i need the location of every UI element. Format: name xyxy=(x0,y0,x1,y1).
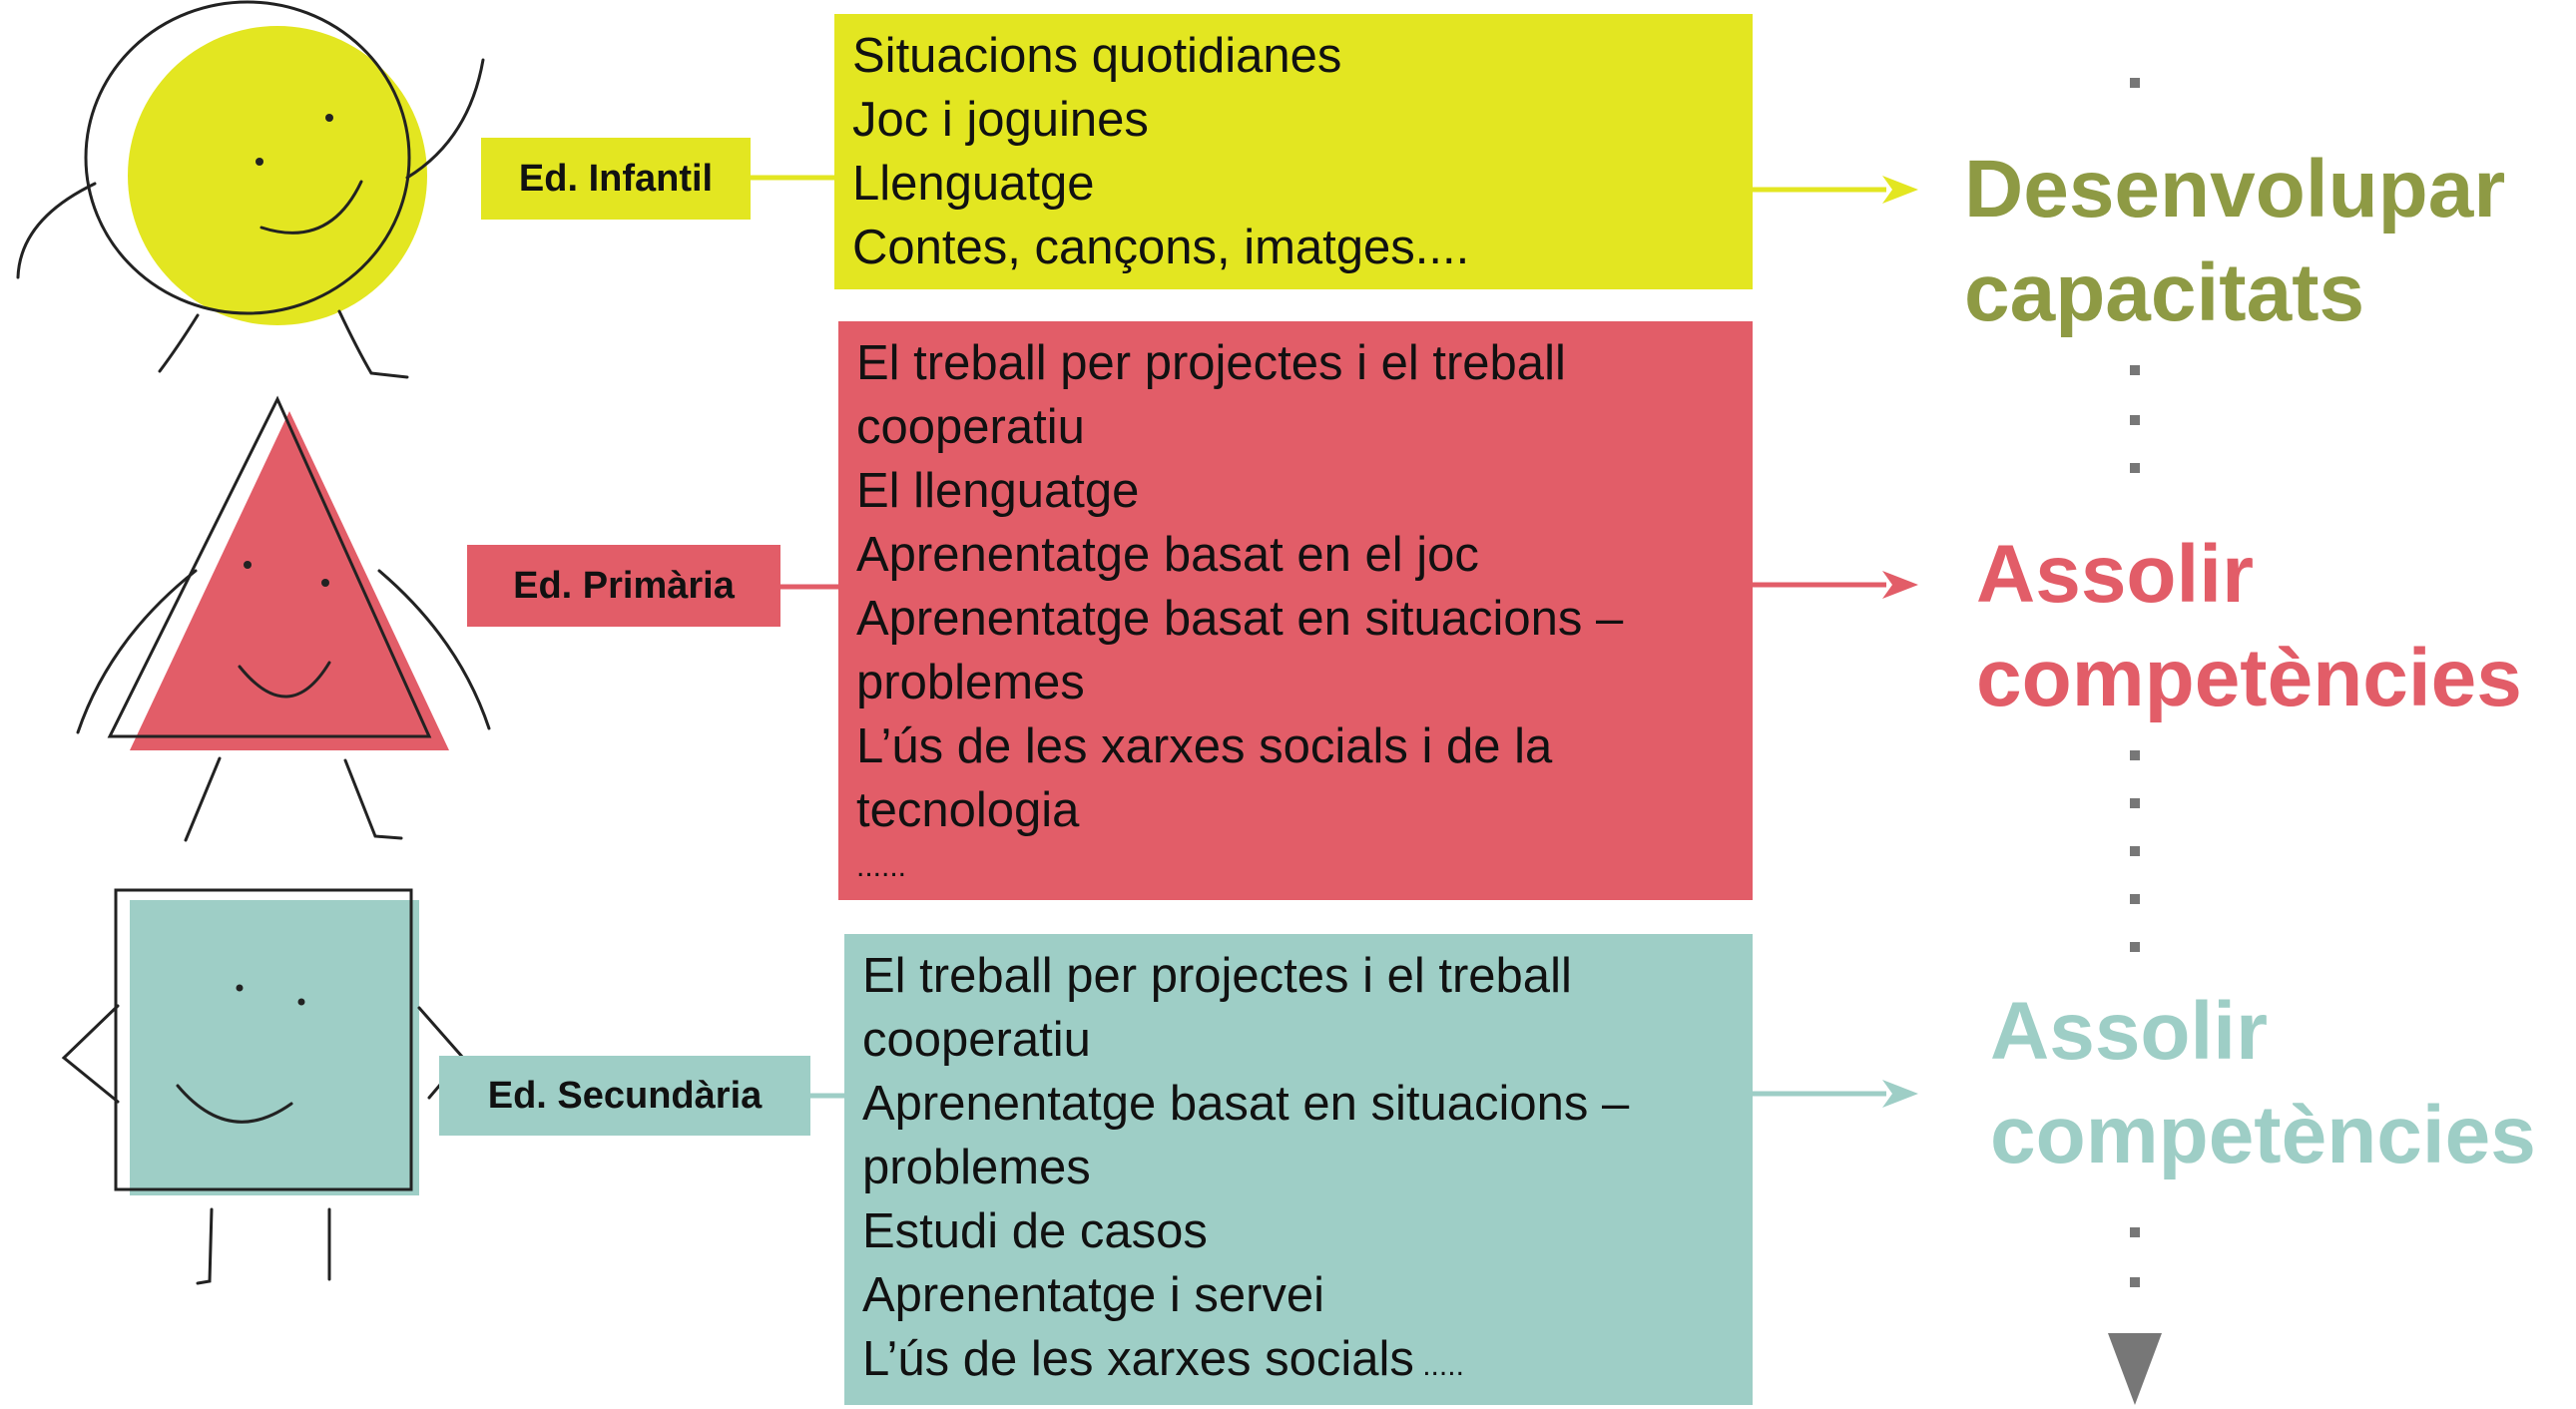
list-item: Aprenentatge basat en situacions – xyxy=(862,1077,1630,1131)
stage-label-secundaria: Ed. Secundària xyxy=(439,1056,810,1136)
arrow-primaria xyxy=(1753,571,1918,599)
list-item: Contes, cançons, imatges.... xyxy=(852,221,1470,274)
goal-primaria: Assolir competències xyxy=(1976,523,2522,730)
methods-box-infantil: Situacions quotidianes Joc i joguines Ll… xyxy=(834,14,1753,289)
list-item: Aprenentatge basat en el joc xyxy=(856,528,1479,582)
list-item: Aprenentatge basat en situacions – xyxy=(856,592,1624,646)
list-item: tecnologia xyxy=(856,783,1080,837)
list-item: cooperatiu xyxy=(856,400,1085,454)
ellipsis: ...... xyxy=(856,850,907,883)
list-item-text: L’ús de les xarxes socials xyxy=(862,1332,1414,1386)
list-item: L’ús de les xarxes socials i de la xyxy=(856,719,1553,773)
list-item: problemes xyxy=(862,1141,1091,1194)
goal-line: Desenvolupar xyxy=(1964,144,2506,235)
stage-label-infantil: Ed. Infantil xyxy=(481,138,751,220)
list-item: Estudi de casos xyxy=(862,1204,1208,1258)
square-face-icon xyxy=(61,888,465,1285)
goal-line: Assolir xyxy=(1976,529,2254,620)
list-item: Aprenentatge i servei xyxy=(862,1268,1325,1322)
list-item: problemes xyxy=(856,656,1085,709)
list-item: El treball per projectes i el treball xyxy=(856,336,1566,390)
methods-box-secundaria: El treball per projectes i el treball co… xyxy=(844,934,1753,1405)
goal-secundaria: Assolir competències xyxy=(1990,980,2536,1187)
list-item: Situacions quotidianes xyxy=(852,29,1342,83)
timeline-arrow xyxy=(2108,78,2162,1405)
list-item: Llenguatge xyxy=(852,157,1095,211)
stage-label-primaria: Ed. Primària xyxy=(467,545,780,627)
list-item: L’ús de les xarxes socials ..... xyxy=(862,1327,1753,1398)
methods-box-primaria: El treball per projectes i el treball co… xyxy=(838,321,1753,900)
circle-face-icon xyxy=(16,0,485,379)
triangle-face-icon xyxy=(76,395,491,842)
goal-infantil: Desenvolupar capacitats xyxy=(1964,138,2505,345)
ellipsis: ..... xyxy=(1413,1349,1464,1382)
list-item: Joc i joguines xyxy=(852,93,1149,147)
goal-line: capacitats xyxy=(1964,247,2365,338)
list-item: cooperatiu xyxy=(862,1013,1091,1067)
list-item: El treball per projectes i el treball xyxy=(862,949,1572,1003)
arrow-infantil xyxy=(1753,176,1918,204)
arrow-secundaria xyxy=(1753,1080,1918,1108)
goal-line: competències xyxy=(1990,1090,2536,1180)
goal-line: Assolir xyxy=(1990,986,2268,1077)
list-item: El llenguatge xyxy=(856,464,1140,518)
goal-line: competències xyxy=(1976,633,2522,723)
